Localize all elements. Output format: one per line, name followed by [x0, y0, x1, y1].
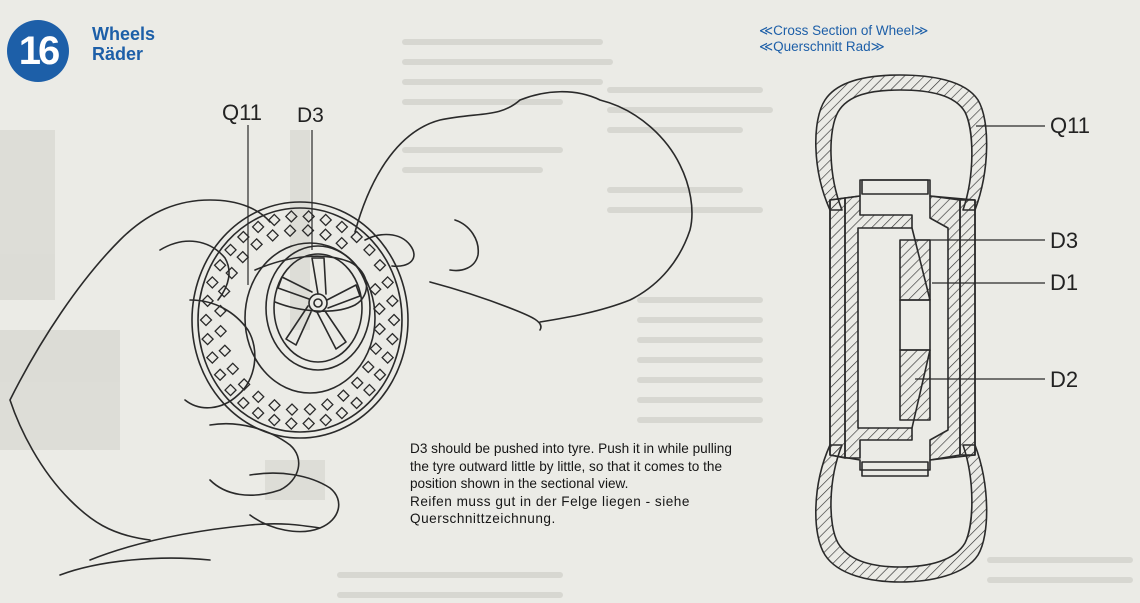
tread-diamond	[267, 213, 281, 227]
tread-diamond	[284, 417, 298, 430]
tread-diamond	[236, 230, 250, 244]
tread-diamond	[224, 243, 237, 257]
tread-diamond	[381, 351, 395, 364]
tread-diamond	[205, 276, 219, 289]
tread-diamond	[214, 324, 228, 338]
tread-diamond	[213, 368, 227, 382]
section-label-d2: D2	[1050, 367, 1079, 392]
tread-diamond	[369, 342, 383, 356]
tread-diamond	[302, 417, 316, 430]
tread-diamond	[205, 351, 219, 364]
tread-diamond	[201, 294, 215, 308]
label-d3: D3	[297, 104, 324, 127]
tread-diamond	[303, 402, 317, 416]
tread-diamond	[350, 230, 364, 244]
step-title-english: Wheels	[92, 24, 156, 44]
tread-diamond	[285, 403, 299, 416]
tread-diamond	[217, 284, 231, 298]
tread-diamond	[251, 406, 265, 420]
tread-diamond	[237, 377, 251, 391]
tyre-tread-pattern	[199, 210, 401, 430]
cross-section-heading-english: ≪Cross Section of Wheel≫	[759, 23, 929, 38]
tread-diamond	[213, 258, 227, 272]
tread-diamond	[218, 344, 232, 358]
tread-diamond	[373, 368, 387, 382]
section-label-d1: D1	[1050, 270, 1079, 295]
tread-diamond	[361, 360, 375, 374]
tread-diamond	[363, 383, 376, 397]
tread-diamond	[225, 266, 239, 280]
tread-diamond	[335, 236, 349, 250]
tread-diamond	[336, 389, 350, 403]
tread-diamond	[284, 210, 298, 223]
tread-diamond	[251, 390, 265, 404]
section-label-d3: D3	[1050, 228, 1079, 253]
instruction-note-english: D3 should be pushed into tyre. Push it i…	[410, 441, 732, 491]
tread-diamond	[319, 213, 333, 227]
tyre-q11-drawing	[191, 201, 409, 439]
label-q11: Q11	[222, 100, 262, 125]
tread-diamond	[283, 224, 297, 238]
tread-diamond	[213, 304, 227, 318]
tread-diamond	[319, 413, 333, 427]
instruction-note: D3 should be pushed into tyre. Push it i…	[410, 440, 750, 528]
tread-diamond	[350, 376, 364, 390]
tread-diamond	[335, 406, 349, 420]
tread-diamond	[387, 313, 401, 327]
instruction-note-german: Reifen muss gut in der Felge liegen - si…	[410, 493, 690, 527]
right-hand-drawing	[354, 90, 693, 331]
wheel-d3-drawing	[265, 245, 371, 371]
tread-diamond	[385, 294, 399, 308]
step-number-badge: 16	[7, 20, 69, 82]
tread-diamond	[268, 398, 281, 412]
tread-diamond	[381, 276, 395, 289]
tread-diamond	[251, 220, 265, 234]
wheel-cross-section	[815, 74, 988, 583]
tread-diamond	[250, 237, 264, 251]
tread-diamond	[373, 258, 387, 272]
tread-diamond	[363, 243, 376, 257]
section-label-q11: Q11	[1050, 113, 1090, 138]
tread-diamond	[372, 302, 386, 316]
step-title: Wheels Räder	[92, 24, 155, 64]
tread-diamond	[368, 282, 382, 296]
tread-diamond	[335, 220, 349, 234]
tread-diamond	[350, 396, 364, 410]
tread-diamond	[385, 332, 399, 346]
cross-section-tyre-top	[815, 74, 988, 211]
tread-diamond	[224, 383, 237, 397]
tread-diamond	[236, 396, 250, 410]
tread-diamond	[236, 250, 250, 264]
tread-diamond	[267, 413, 281, 427]
tread-diamond	[319, 228, 332, 242]
tread-diamond	[199, 313, 213, 327]
cross-section-heading: ≪Cross Section of Wheel≫ ≪Querschnitt Ra…	[759, 23, 928, 55]
cross-section-heading-german: ≪Querschnitt Rad≫	[759, 39, 885, 54]
tread-diamond	[266, 228, 280, 242]
tread-diamond	[320, 398, 334, 412]
tread-diamond	[226, 362, 240, 376]
tread-diamond	[201, 332, 215, 346]
left-hand-drawing	[9, 199, 340, 576]
step-title-german: Räder	[92, 44, 144, 64]
cross-section-tyre-bottom	[815, 444, 988, 583]
tread-diamond	[373, 322, 387, 336]
